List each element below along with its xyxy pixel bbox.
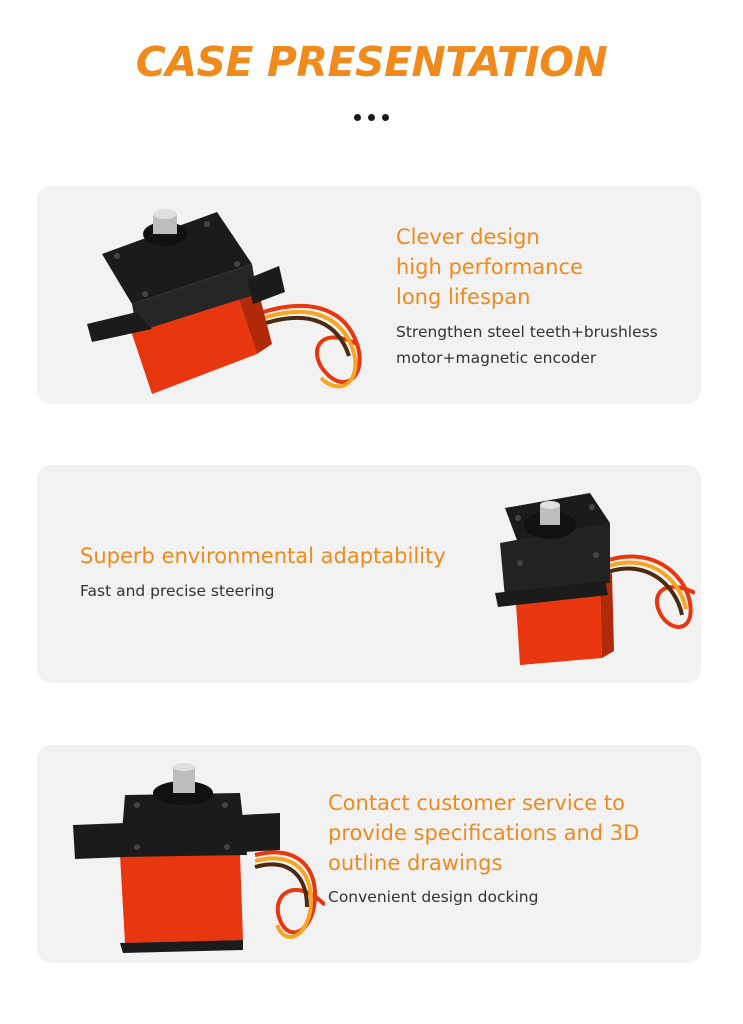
card-description: Strengthen steel teeth+brushless motor+m… <box>396 323 658 367</box>
case-card-1: Clever design high performance long life… <box>37 186 701 404</box>
servo-motor-image <box>87 209 362 394</box>
case-card-2: Superb environmental adaptability Fast a… <box>37 465 701 683</box>
dot <box>354 114 361 121</box>
card-heading: Superb environmental adaptability <box>80 544 446 568</box>
page-title: CASE PRESENTATION <box>135 38 608 86</box>
card-description: Convenient design docking <box>328 888 539 906</box>
case-card-3: Contact customer service to provide spec… <box>37 745 701 963</box>
servo-motor-image <box>73 763 325 953</box>
dots-divider <box>0 114 743 121</box>
card-heading: Contact customer service to provide spec… <box>328 791 640 875</box>
dot <box>368 114 375 121</box>
card-heading: Clever design high performance long life… <box>396 225 583 309</box>
card-description: Fast and precise steering <box>80 582 275 600</box>
dot <box>382 114 389 121</box>
servo-motor-image <box>495 493 695 665</box>
